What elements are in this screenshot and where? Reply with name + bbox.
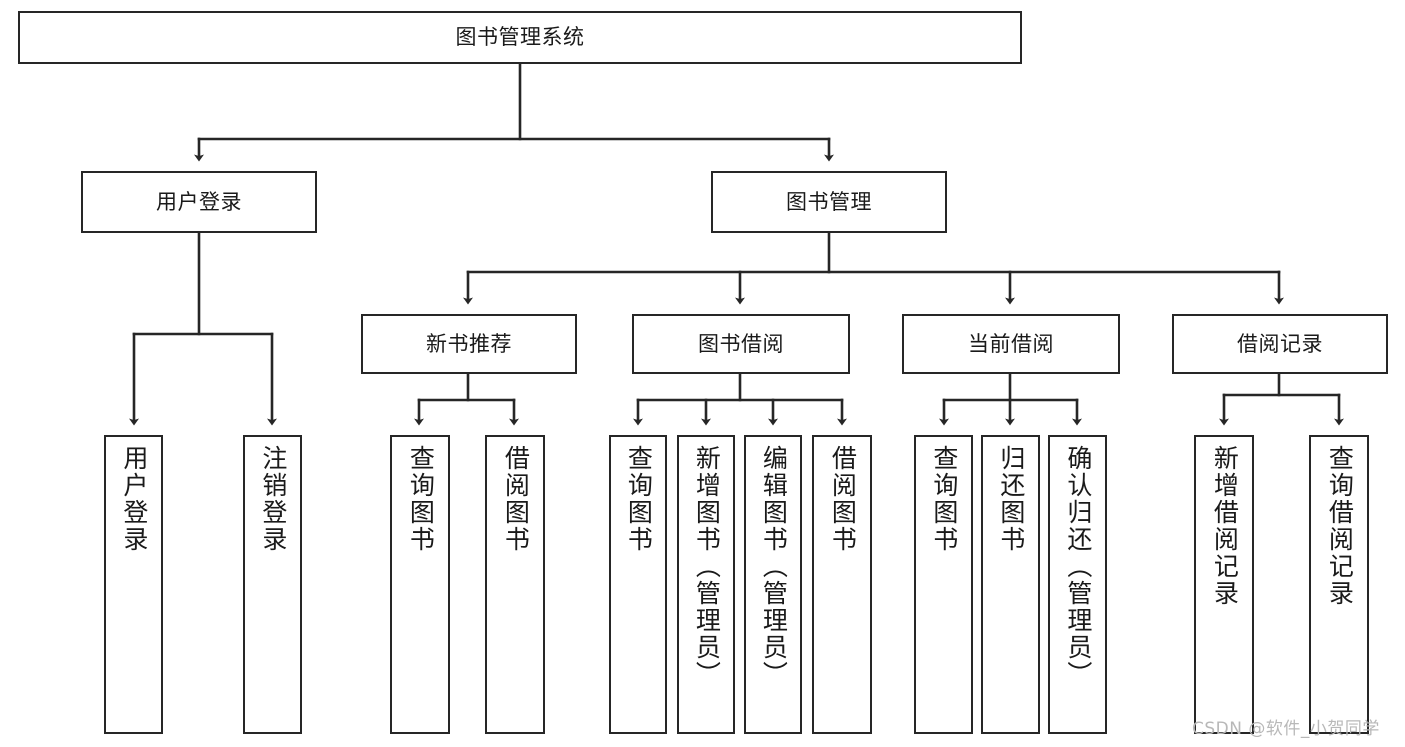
csdn-watermark: CSDN @软件_小贺同学 [1192,719,1380,739]
node-user-login[interactable]: 用户登录 [81,171,317,233]
node-label: 归还图书 [996,445,1026,553]
node-leaf-add-borrow-record[interactable]: 新增借阅记录 [1194,435,1254,734]
node-leaf-add-book[interactable]: 新增图书（管理员） [677,435,735,734]
node-leaf-user-logout[interactable]: 注销登录 [243,435,302,734]
node-leaf-query-book-rec[interactable]: 查询图书 [390,435,450,734]
node-label: 图书管理系统 [455,25,585,50]
node-label: 借阅图书 [828,445,858,553]
node-leaf-borrow-book[interactable]: 借阅图书 [812,435,872,734]
node-label: 用户登录 [119,445,149,553]
node-label: 图书管理 [786,189,872,214]
node-root-system[interactable]: 图书管理系统 [18,11,1022,64]
node-leaf-confirm-return[interactable]: 确认归还（管理员） [1048,435,1107,734]
node-book-borrow[interactable]: 图书借阅 [632,314,850,374]
node-leaf-return-book[interactable]: 归还图书 [981,435,1040,734]
node-book-management[interactable]: 图书管理 [711,171,947,233]
node-label: 借阅记录 [1237,331,1323,356]
node-leaf-borrow-book-rec[interactable]: 借阅图书 [485,435,545,734]
node-label: 查询图书 [406,445,436,553]
node-label: 图书借阅 [698,331,784,356]
node-leaf-query-borrow-record[interactable]: 查询借阅记录 [1309,435,1369,734]
node-leaf-edit-book[interactable]: 编辑图书（管理员） [744,435,802,734]
node-label: 新增借阅记录 [1210,445,1240,607]
node-label: 新增图书（管理员） [692,445,722,688]
node-label: 用户登录 [156,189,242,214]
node-label: 确认归还（管理员） [1063,445,1093,688]
node-leaf-user-login[interactable]: 用户登录 [104,435,163,734]
node-label: 注销登录 [258,445,288,553]
node-label: 查询借阅记录 [1325,445,1355,607]
node-label: 查询图书 [929,445,959,553]
node-label: 编辑图书（管理员） [759,445,789,688]
node-label: 当前借阅 [968,331,1054,356]
node-borrow-record[interactable]: 借阅记录 [1172,314,1388,374]
node-label: 借阅图书 [501,445,531,553]
node-current-borrow[interactable]: 当前借阅 [902,314,1120,374]
node-leaf-query-book-current[interactable]: 查询图书 [914,435,973,734]
node-new-book-recommend[interactable]: 新书推荐 [361,314,577,374]
node-label: 新书推荐 [426,331,512,356]
node-leaf-query-book-borrow[interactable]: 查询图书 [609,435,667,734]
node-label: 查询图书 [624,445,654,553]
